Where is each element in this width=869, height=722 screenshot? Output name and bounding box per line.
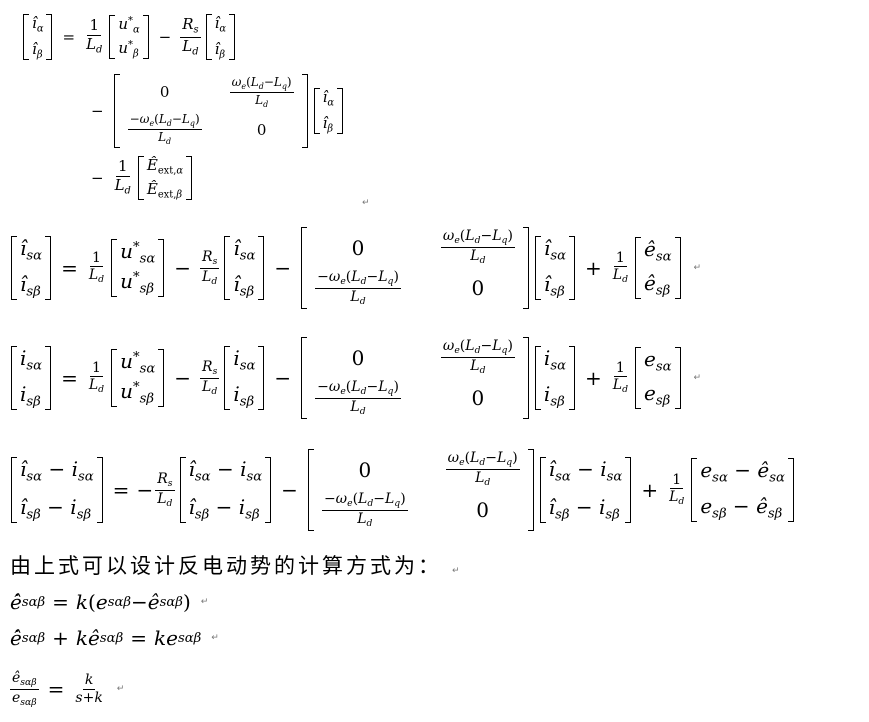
paragraph-mark: ↵	[116, 684, 125, 694]
equation-emf-derivative: ê̇sαβ = k(esαβ − êsαβ) ↵	[10, 590, 209, 614]
paragraph-mark: ↵	[200, 597, 209, 607]
paragraph-mark: ↵	[362, 198, 370, 208]
paragraph-mark: ↵	[211, 633, 219, 643]
conclusion-text: 由上式可以设计反电动势的计算方式为：↵	[10, 554, 463, 578]
paragraph-mark: ↵	[693, 263, 702, 273]
paragraph-mark: ↵	[452, 566, 463, 576]
paragraph-mark: ↵	[693, 373, 702, 383]
